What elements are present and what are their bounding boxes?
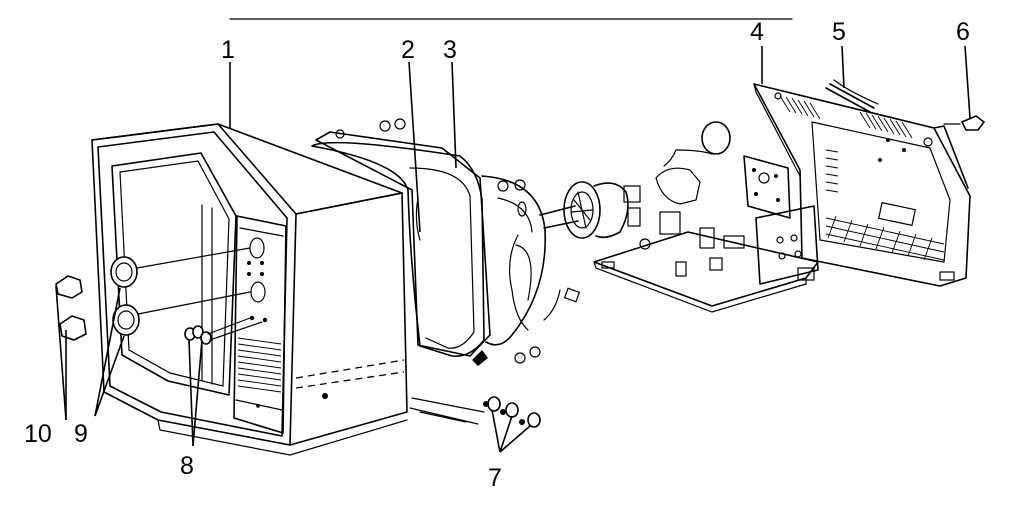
small-knobs (184, 317, 263, 345)
callout-6: 6 (956, 18, 970, 46)
tv-cabinet (91, 123, 408, 456)
callout-3: 3 (443, 36, 457, 64)
callout-1: 1 (221, 36, 235, 64)
back-cover (753, 79, 971, 287)
picture-tube (311, 118, 581, 366)
callout-2: 2 (401, 36, 415, 64)
side-knobs (55, 275, 87, 341)
callout-7: 7 (488, 464, 502, 492)
back-screw (943, 115, 985, 131)
leader-lines (55, 45, 971, 453)
bottom-bolts (409, 396, 541, 428)
deflection-yoke (539, 181, 641, 239)
callout-9: 9 (74, 420, 88, 448)
callout-4: 4 (750, 18, 764, 46)
chassis-board (593, 121, 819, 313)
large-knobs (110, 247, 251, 336)
callout-8: 8 (180, 452, 194, 480)
callout-5: 5 (832, 18, 846, 46)
callout-10: 10 (24, 420, 52, 448)
